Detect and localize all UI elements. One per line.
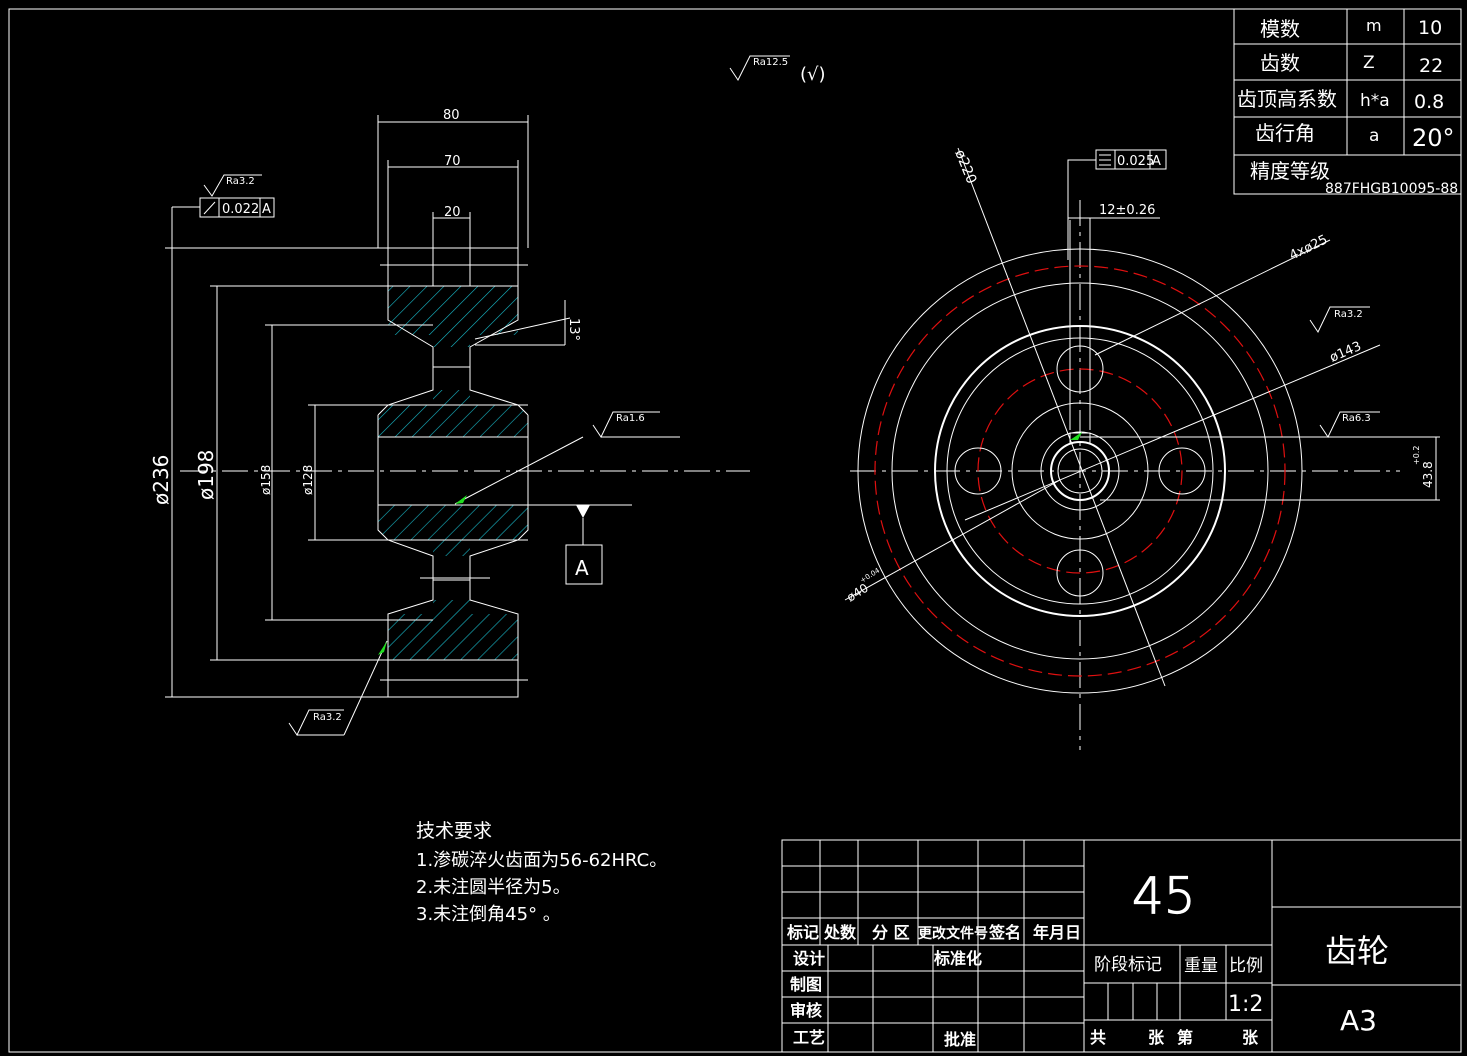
param-symbol-3: a [1369,126,1379,146]
tb-part-name: 齿轮 [1325,932,1389,970]
tb-sheets2: 张 [1242,1028,1259,1047]
general-roughness: Ra12.5 (√) [729,55,826,85]
param-name-1: 齿数 [1260,51,1300,75]
drawing-border [8,8,1462,1053]
tb-total: 共 [1090,1028,1106,1047]
tb-standardize: 标准化 [933,949,982,968]
general-roughness-label: Ra12.5 [753,57,788,68]
tb-header-3: 更改文件号 [918,925,988,942]
dim-d128: ø128 [301,465,315,495]
front-tolerance-value: 0.025 [1117,154,1154,169]
tb-sheets: 张 [1148,1028,1165,1047]
dim-20: 20 [444,205,461,220]
param-value-0: 10 [1418,17,1442,39]
tb-material: 45 [1132,867,1196,925]
param-name-4: 精度等级 [1250,159,1330,183]
section-view: 80 70 20 13° ø236 ø198 ø158 ø128 [149,108,750,737]
dim-d143: ø143 [1328,339,1364,366]
dim-holes: 4xø25 [1287,232,1330,263]
front-tolerance-datum: A [1152,154,1161,169]
dim-d40: ø40 [844,581,871,605]
tb-approve: 批准 [944,1030,976,1049]
title-block: 标记 处数 分 区 更改文件号 签名 年月日 设计 制图 审核 工艺 标准化 批… [781,839,1462,1053]
tb-header-4: 签名 [988,923,1021,942]
tb-scale: 1:2 [1228,992,1263,1017]
dim-d236: ø236 [149,455,173,505]
precision-note: 887FHGB10095-88 [1325,181,1458,197]
dim-angle-13: 13° [566,318,581,341]
tb-stage-mark: 阶段标记 [1094,955,1162,975]
side-tolerance-datum: A [262,202,271,217]
tech-req-item-2: 3.未注倒角45° 。 [416,904,561,925]
dim-w12: 12±0.26 [1099,203,1155,218]
front-roughness-right: Ra6.3 [1342,413,1371,424]
tech-req-item-0: 1.渗碳淬火齿面为56-62HRC。 [416,850,667,871]
dim-d198: ø198 [194,450,218,500]
tech-req-item-1: 2.未注圆半径为5。 [416,877,571,898]
dim-h43-tol: +0.2 [1412,446,1421,465]
param-value-1: 22 [1419,55,1443,77]
side-roughness-bore: Ra1.6 [616,413,645,424]
param-symbol-1: Z [1363,53,1375,73]
tb-weight: 重量 [1184,956,1218,976]
tb-ratio: 比例 [1229,956,1263,976]
front-view: ø220 0.025 A 12±0.26 4xø25 ø143 Ra3.2 Ra… [844,148,1440,750]
param-name-0: 模数 [1260,17,1300,41]
param-symbol-2: h*a [1360,91,1390,111]
dim-h43: 43.8 [1421,461,1435,488]
side-roughness-bottom: Ra3.2 [313,712,342,723]
tb-header-5: 年月日 [1033,923,1081,942]
parameter-table: 模数 m 10 齿数 Z 22 齿顶高系数 h*a 0.8 齿行角 a 20° … [1233,8,1462,197]
dim-80: 80 [443,108,460,123]
tech-requirements: 技术要求 1.渗碳淬火齿面为56-62HRC。 2.未注圆半径为5。 3.未注倒… [416,820,667,925]
param-value-3: 20° [1412,124,1455,152]
tb-no: 第 [1177,1028,1193,1047]
dim-70: 70 [444,154,461,169]
tb-role-draw: 制图 [790,975,822,994]
general-roughness-suffix: (√) [800,64,826,85]
tb-sheet-size: A3 [1340,1004,1377,1037]
side-tolerance-value: 0.022 [222,202,259,217]
param-value-2: 0.8 [1414,91,1444,113]
tb-role-design: 设计 [793,949,825,968]
tb-header-2: 分 区 [872,923,910,942]
dim-d158: ø158 [259,465,273,495]
side-roughness-top: Ra3.2 [226,176,255,187]
tb-role-check: 审核 [790,1001,822,1020]
param-name-2: 齿顶高系数 [1237,87,1337,111]
tb-header-0: 标记 [786,923,819,942]
front-roughness-top: Ra3.2 [1334,309,1363,320]
param-symbol-0: m [1366,16,1382,35]
param-name-3: 齿行角 [1255,121,1315,145]
datum-a-label: A [575,556,589,580]
tb-role-process: 工艺 [793,1028,825,1047]
tech-req-title: 技术要求 [416,820,492,842]
tb-header-1: 处数 [823,923,857,942]
dim-d220: ø220 [951,148,979,187]
